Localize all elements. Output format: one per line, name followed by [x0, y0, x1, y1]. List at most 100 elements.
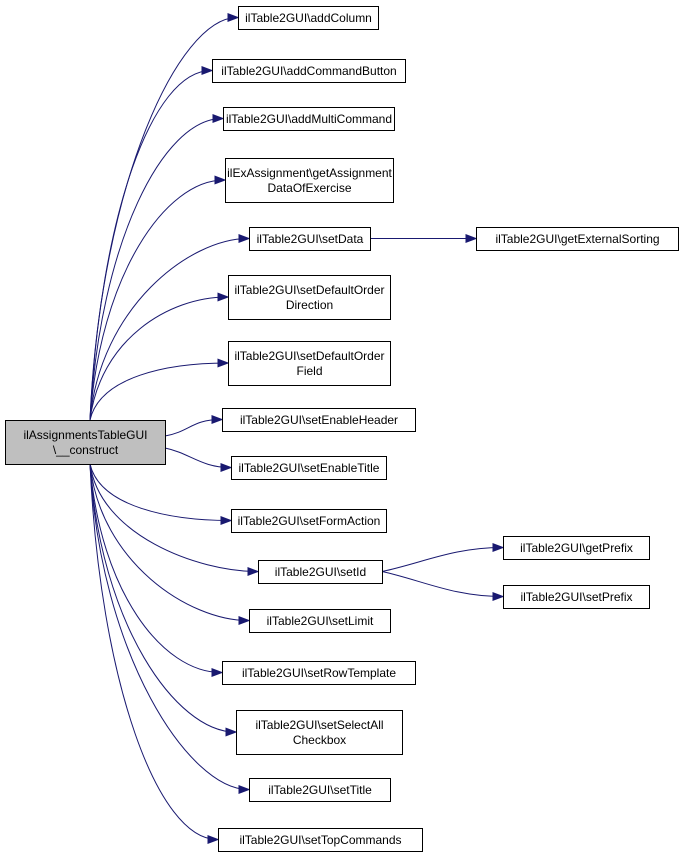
- node-setFormAction[interactable]: ilTable2GUI\setFormAction: [231, 509, 387, 533]
- node-label: ilTable2GUI\setRowTemplate: [242, 666, 396, 680]
- node-box: [476, 227, 679, 251]
- arrow-head: [201, 65, 214, 76]
- node-label: \__construct: [53, 443, 119, 457]
- arrow-head: [211, 667, 224, 678]
- edge-root-to-setId: [89, 463, 260, 577]
- node-label: ilTable2GUI\setId: [275, 565, 366, 579]
- node-label: DataOfExercise: [267, 181, 351, 195]
- edge-setId-to-setPrefix: [381, 571, 505, 602]
- node-label: ilTable2GUI\setTopCommands: [239, 833, 401, 847]
- node-label: ilTable2GUI\setSelectAll: [255, 718, 383, 732]
- arrow-head: [220, 462, 233, 473]
- node-addColumn[interactable]: ilTable2GUI\addColumn: [238, 6, 379, 30]
- node-setPrefix[interactable]: ilTable2GUI\setPrefix: [503, 585, 650, 609]
- node-label: ilTable2GUI\addMultiCommand: [226, 112, 392, 126]
- node-setLimit[interactable]: ilTable2GUI\setLimit: [249, 609, 391, 633]
- arrow-head: [207, 834, 220, 845]
- node-box: [223, 107, 395, 131]
- node-getAssignmentData[interactable]: ilExAssignment\getAssignmentDataOfExerci…: [225, 158, 394, 203]
- node-setEnableTitle[interactable]: ilTable2GUI\setEnableTitle: [231, 456, 387, 480]
- node-getExternalSorting[interactable]: ilTable2GUI\getExternalSorting: [476, 227, 679, 251]
- edge-setId-to-getPrefix: [381, 542, 505, 572]
- arrow-head: [247, 566, 260, 577]
- edge-line: [381, 571, 503, 597]
- edge-line: [89, 238, 249, 421]
- node-label: ilTable2GUI\setDefaultOrder: [234, 283, 384, 297]
- edge-line: [381, 547, 503, 572]
- node-label: Direction: [286, 298, 333, 312]
- node-label: ilTable2GUI\addColumn: [245, 11, 372, 25]
- node-layer: ilAssignmentsTableGUI\__construct ilTable…: [5, 6, 679, 852]
- edge-line: [89, 463, 222, 673]
- node-setId[interactable]: ilTable2GUI\setId: [258, 560, 383, 584]
- node-box: [228, 341, 391, 386]
- node-root: ilAssignmentsTableGUI\__construct: [5, 420, 166, 465]
- edge-line: [89, 179, 225, 421]
- node-setEnableHeader[interactable]: ilTable2GUI\setEnableHeader: [222, 408, 416, 432]
- edge-root-to-getAssignmentData: [89, 175, 227, 421]
- arrow-head: [217, 358, 230, 368]
- node-label: Checkbox: [293, 733, 346, 747]
- node-label: ilTable2GUI\getPrefix: [520, 541, 633, 555]
- node-box: [503, 585, 650, 609]
- node-setData[interactable]: ilTable2GUI\setData: [249, 227, 371, 251]
- node-setTitle[interactable]: ilTable2GUI\setTitle: [249, 778, 391, 802]
- node-box: [222, 661, 416, 685]
- node-box: [503, 536, 650, 560]
- node-box: [249, 778, 391, 802]
- edge-setData-to-getExternalSorting: [370, 233, 478, 244]
- edge-root-to-setEnableTitle: [164, 447, 233, 473]
- arrow-head: [238, 784, 251, 795]
- node-label: ilTable2GUI\setEnableTitle: [239, 461, 380, 475]
- node-setTopCommands[interactable]: ilTable2GUI\setTopCommands: [218, 828, 423, 852]
- edge-line: [89, 70, 212, 421]
- edge-line: [89, 362, 228, 421]
- edge-root-to-setTitle: [89, 463, 251, 795]
- edge-line: [164, 447, 231, 468]
- edge-line: [89, 463, 249, 790]
- node-label: ilTable2GUI\setTitle: [268, 783, 372, 797]
- node-box: [5, 420, 166, 465]
- edge-root-to-addMultiCommand: [89, 113, 225, 421]
- node-getPrefix[interactable]: ilTable2GUI\getPrefix: [503, 536, 650, 560]
- edge-line: [89, 463, 236, 733]
- arrow-head: [238, 615, 251, 626]
- edge-root-to-setSelectAllCheckbox: [89, 463, 238, 737]
- arrow-head: [465, 233, 478, 244]
- node-addMultiCommand[interactable]: ilTable2GUI\addMultiCommand: [223, 107, 395, 131]
- node-label: ilTable2GUI\setFormAction: [238, 514, 381, 528]
- edge-root-to-setFormAction: [89, 463, 233, 526]
- edge-root-to-setRowTemplate: [89, 463, 224, 678]
- edge-root-to-setTopCommands: [89, 463, 220, 845]
- node-label: ilAssignmentsTableGUI: [23, 428, 147, 442]
- node-box: [238, 6, 379, 30]
- node-label: ilTable2GUI\setData: [257, 232, 364, 246]
- arrow-head: [225, 727, 238, 737]
- node-box: [258, 560, 383, 584]
- node-addCommandButton[interactable]: ilTable2GUI\addCommandButton: [212, 59, 406, 83]
- edge-root-to-setDefaultOrderDirection: [89, 292, 230, 421]
- node-label: ilTable2GUI\setDefaultOrder: [234, 349, 384, 363]
- edge-root-to-setEnableHeader: [164, 414, 224, 437]
- edge-line: [89, 463, 249, 621]
- edge-line: [89, 463, 231, 521]
- node-box: [236, 710, 403, 755]
- node-label: ilTable2GUI\setEnableHeader: [240, 413, 398, 427]
- edge-line: [89, 463, 218, 840]
- arrow-head: [238, 233, 251, 244]
- arrow-head: [212, 113, 225, 124]
- arrow-head: [214, 175, 227, 185]
- node-setRowTemplate[interactable]: ilTable2GUI\setRowTemplate: [222, 661, 416, 685]
- node-label: ilTable2GUI\setLimit: [267, 614, 374, 628]
- node-label: ilExAssignment\getAssignment: [227, 166, 392, 180]
- node-box: [212, 59, 406, 83]
- edge-line: [89, 296, 228, 421]
- arrow-head: [211, 414, 224, 425]
- arrow-head: [220, 515, 233, 526]
- edge-root-to-setLimit: [89, 463, 251, 626]
